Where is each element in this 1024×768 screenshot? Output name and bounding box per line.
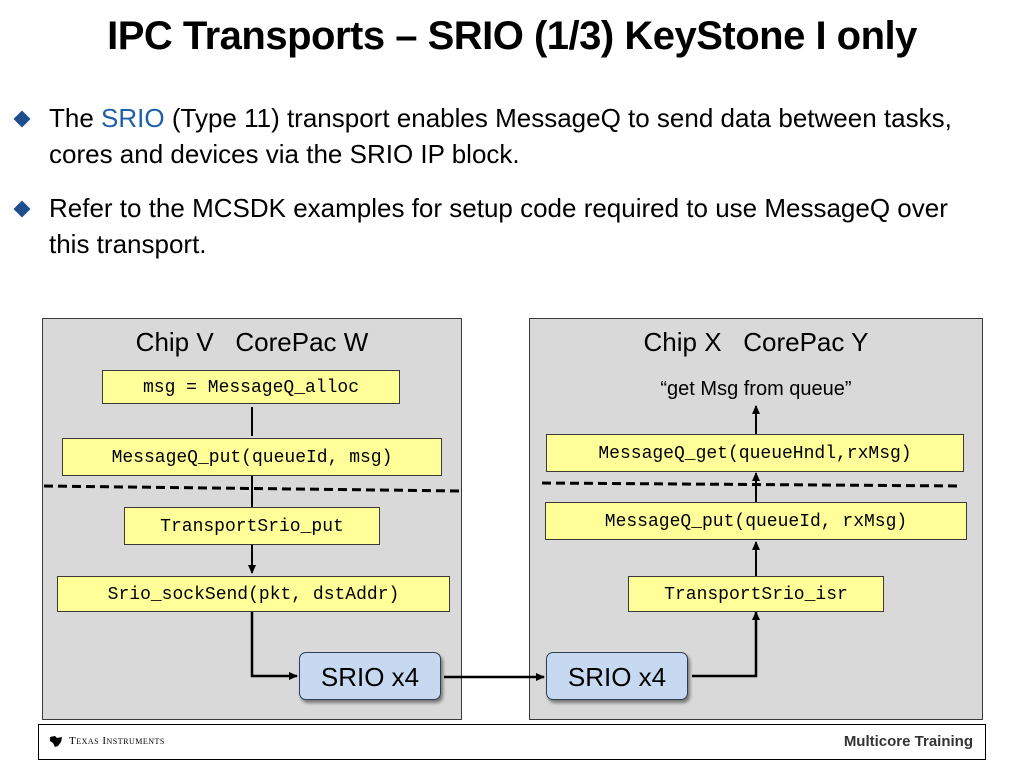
- footer-bar: Texas Instruments Multicore Training: [38, 724, 986, 760]
- bullet-text: Refer to the MCSDK examples for setup co…: [49, 193, 948, 259]
- bullet-item: Refer to the MCSDK examples for setup co…: [12, 190, 992, 262]
- right-chip-title: Chip X CorePac Y: [643, 327, 869, 357]
- bullet-text-post: (Type 11) transport enables MessageQ to …: [49, 103, 952, 169]
- right-step-put: MessageQ_put(queueId, rxMsg): [545, 502, 967, 540]
- bullet-list: The SRIO (Type 11) transport enables Mes…: [12, 100, 992, 280]
- left-step-put: MessageQ_put(queueId, msg): [62, 438, 442, 476]
- page-title: IPC Transports – SRIO (1/3) KeyStone I o…: [107, 14, 917, 58]
- bullet-item: The SRIO (Type 11) transport enables Mes…: [12, 100, 992, 172]
- right-srio-box: SRIO x4: [546, 652, 688, 700]
- right-chip-caption: “get Msg from queue”: [660, 378, 852, 400]
- left-chip-title: Chip V CorePac W: [135, 327, 369, 357]
- ti-logo: Texas Instruments: [49, 734, 165, 748]
- left-srio-box: SRIO x4: [299, 652, 441, 700]
- right-step-get: MessageQ_get(queueHndl,rxMsg): [546, 434, 964, 472]
- right-step-isr: TransportSrio_isr: [628, 576, 884, 612]
- left-step-sock-send: Srio_sockSend(pkt, dstAddr): [57, 576, 450, 612]
- ti-logo-text: Texas Instruments: [69, 735, 165, 747]
- ti-logo-icon: [50, 736, 62, 747]
- left-step-transport-put: TransportSrio_put: [124, 507, 380, 545]
- footer-right-text: Multicore Training: [843, 733, 973, 750]
- right-boundary-dashed: [541, 481, 963, 488]
- bullet-text-pre: The: [49, 103, 102, 133]
- left-step-alloc: msg = MessageQ_alloc: [102, 370, 400, 404]
- bullet-highlight: SRIO: [101, 103, 165, 133]
